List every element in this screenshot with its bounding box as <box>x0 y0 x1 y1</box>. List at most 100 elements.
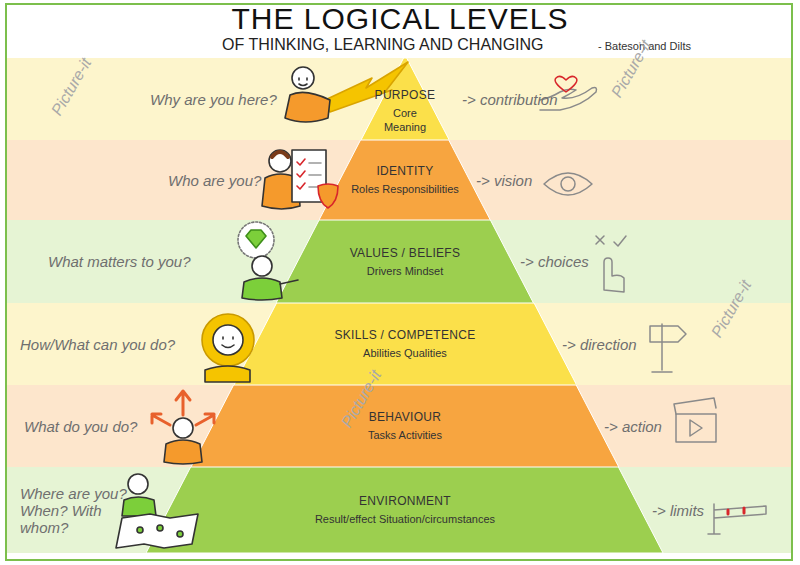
subtitle: OF THINKING, LEARNING AND CHANGING <box>222 36 544 54</box>
figure-head <box>173 418 193 438</box>
level-shape <box>191 385 619 467</box>
gear-wheel <box>202 314 254 366</box>
arrow-left <box>152 414 170 425</box>
lines <box>309 163 321 187</box>
figure-body <box>262 174 300 209</box>
pyramid-level: IDENTITY Roles Responsibilities <box>319 140 490 220</box>
clipboard <box>292 150 326 202</box>
level-outcome: -> vision <box>476 172 532 189</box>
gear-face <box>213 325 243 355</box>
clapper-icon <box>676 414 716 442</box>
level-detail: Result/effect Situation/circumstances <box>270 512 540 526</box>
map-pin <box>137 527 143 533</box>
cross-icon <box>596 236 604 244</box>
heart-icon <box>555 76 577 92</box>
figures <box>116 62 408 548</box>
level-fill <box>146 467 663 553</box>
figure-head <box>128 474 148 494</box>
thought-bubble <box>238 222 274 258</box>
level-question: Who are you? <box>168 172 278 189</box>
level-label: IDENTITY Roles Responsibilities <box>340 164 470 196</box>
pyramid-level: VALUES / BELIEFS Drivers Mindset <box>276 220 533 303</box>
level-fill <box>319 140 490 220</box>
pyramid-level: SKILLS / COMPETENCE Abilities Qualities <box>234 303 577 385</box>
hand-icon <box>540 88 597 111</box>
level-detail: Core Meaning <box>373 106 437 134</box>
lightning <box>325 62 408 112</box>
map <box>116 514 198 548</box>
level-fill <box>361 58 449 140</box>
tick-icon <box>614 236 626 246</box>
figure-head <box>269 150 291 172</box>
pyramid-level: PURPOSE Core Meaning <box>361 58 449 140</box>
figure-body <box>205 366 250 382</box>
level-outcome: -> direction <box>562 336 637 353</box>
level-band: How/What can you do? -> direction SKILLS /… <box>7 303 791 385</box>
frame <box>6 4 792 560</box>
level-question: Where are you? When? With whom? <box>20 485 132 536</box>
map-pin <box>177 531 183 537</box>
outcome-icons <box>540 76 766 534</box>
level-outcome: -> action <box>604 418 662 435</box>
shield <box>318 184 338 208</box>
level-question: How/What can you do? <box>20 336 200 353</box>
hand-icon <box>604 258 624 292</box>
level-band: Where are you? When? With whom? -> limits… <box>7 467 791 553</box>
figure-body <box>164 440 202 464</box>
level-outcome: -> contribution <box>462 91 557 108</box>
barrier-icon <box>708 504 766 534</box>
figure-head <box>292 67 314 89</box>
level-band: Who are you? -> vision IDENTITY Roles Respo… <box>7 140 791 220</box>
level-fill <box>191 385 619 467</box>
level-label: SKILLS / COMPETENCE Abilities Qualities <box>300 328 510 360</box>
title: THE LOGICAL LEVELS <box>0 2 800 36</box>
figure-body <box>242 278 282 300</box>
level-detail: Roles Responsibilities <box>340 182 470 196</box>
level-name: IDENTITY <box>340 164 470 178</box>
level-question: What matters to you? <box>48 253 228 270</box>
level-name: BEHAVIOUR <box>280 410 530 424</box>
level-detail: Drivers Mindset <box>320 264 490 278</box>
eye-icon <box>544 173 592 195</box>
arrow-up <box>176 391 190 415</box>
level-shape <box>319 140 490 220</box>
level-name: VALUES / BELIEFS <box>320 246 490 260</box>
level-detail: Tasks Activities <box>280 428 530 442</box>
level-outcome: -> choices <box>520 253 589 270</box>
level-shape <box>234 303 577 385</box>
level-label: ENVIRONMENTResult/effect Situation/circu… <box>270 494 540 526</box>
eye-pupil <box>561 177 575 191</box>
level-band: What do you do? -> action BEHAVIOUR Tasks A… <box>7 385 791 467</box>
clapper-top <box>674 398 716 436</box>
figure-face <box>299 78 307 86</box>
diamond <box>246 230 266 248</box>
level-detail: Abilities Qualities <box>300 346 510 360</box>
gear <box>202 314 254 366</box>
pyramid-level: ENVIRONMENTResult/effect Situation/circu… <box>146 467 663 553</box>
level-label: VALUES / BELIEFS Drivers Mindset <box>320 246 490 278</box>
figure-body <box>122 497 156 516</box>
level-band: What matters to you? -> choices VALUES / B… <box>7 220 791 303</box>
level-shape <box>146 467 663 553</box>
level-question: What do you do? <box>24 418 164 435</box>
level-fill <box>234 303 577 385</box>
map-pin <box>157 525 163 531</box>
figure-body <box>285 92 330 122</box>
pyramid-level: BEHAVIOUR Tasks Activities <box>191 385 619 467</box>
figure-arm <box>280 280 298 284</box>
level-label: PURPOSE Core Meaning <box>373 88 437 134</box>
signpost-icon <box>650 324 686 372</box>
figure-head <box>252 256 272 276</box>
face <box>222 337 234 348</box>
level-outcome: -> limits <box>652 502 704 519</box>
figure-hair <box>272 152 288 157</box>
arrow-right <box>196 414 214 425</box>
level-band: Why are you here? -> contribution PURPOSE C… <box>7 58 791 140</box>
level-name: SKILLS / COMPETENCE <box>300 328 510 342</box>
level-shape <box>276 220 533 303</box>
level-name: PURPOSE <box>373 88 437 102</box>
level-question: Why are you here? <box>150 91 290 108</box>
level-fill <box>276 220 533 303</box>
